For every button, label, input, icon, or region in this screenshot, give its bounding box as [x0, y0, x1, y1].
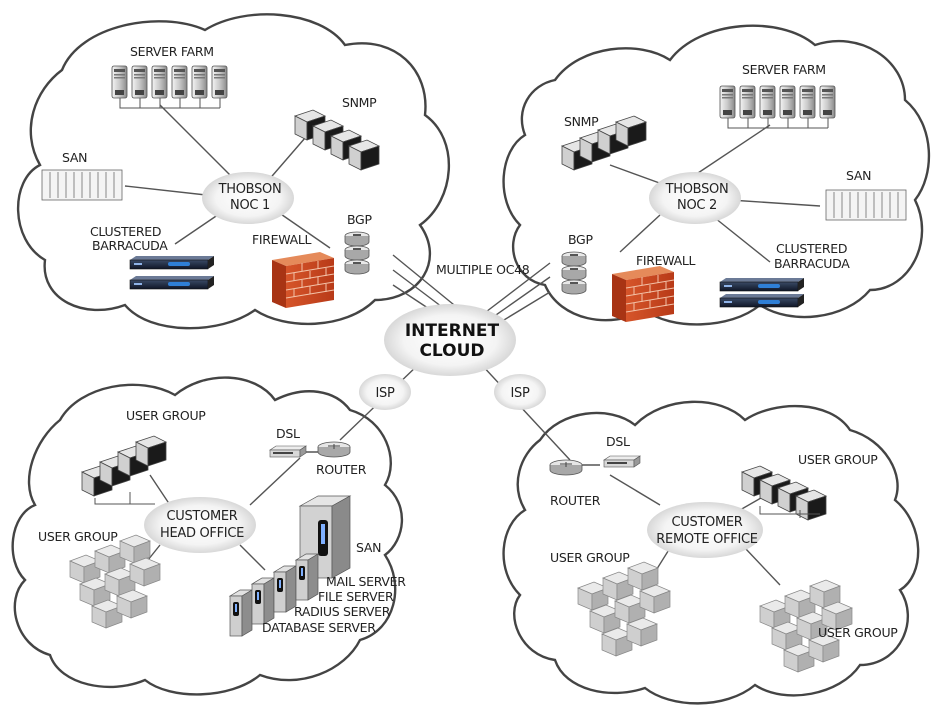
internet-cloud-line2: CLOUD — [419, 341, 484, 361]
remote-office-user-group-top — [741, 465, 827, 521]
isp-left-puff — [359, 374, 411, 410]
noc2-bgp-router — [561, 251, 587, 295]
noc2-hub-line1: THOBSON — [665, 182, 729, 197]
head-office-server-3: RADIUS SERVER — [294, 604, 391, 619]
remote-office-dsl-modem — [603, 455, 641, 468]
noc2-san-rack — [825, 189, 907, 221]
noc1-san-rack — [41, 169, 123, 201]
internet-cloud-line1: INTERNET — [405, 321, 500, 341]
noc1-barracuda-label-2: BARRACUDA — [92, 238, 168, 253]
head-office-server-2: FILE SERVER — [318, 589, 394, 604]
internet-cloud — [384, 304, 516, 376]
multiple-oc48-label: MULTIPLE OC48 — [436, 262, 530, 277]
noc2-firewall — [611, 265, 675, 323]
noc1-firewall — [271, 251, 335, 309]
noc1-san-label: SAN — [62, 150, 87, 165]
noc2-barracuda-label-2: BARRACUDA — [774, 256, 850, 271]
remote-office-router — [549, 459, 583, 476]
remote-office-user-group-right-label: USER GROUP — [818, 625, 898, 640]
remote-office-hub-line2: REMOTE OFFICE — [656, 532, 757, 547]
head-office-hub-line1: CUSTOMER — [166, 509, 237, 524]
head-office-user-group-left-label: USER GROUP — [38, 529, 118, 544]
noc2-barracuda-label-1: CLUSTERED — [776, 241, 847, 256]
noc1-bgp-label: BGP — [347, 212, 372, 227]
head-office-hub-puff — [144, 497, 256, 553]
remote-office-dsl-label: DSL — [606, 434, 630, 449]
noc2-server-farm-label: SERVER FARM — [742, 62, 826, 77]
noc2-bgp-label: BGP — [568, 232, 593, 247]
remote-office-hub-line1: CUSTOMER — [671, 515, 742, 530]
head-office-router — [317, 441, 351, 458]
head-office-user-group-top-label: USER GROUP — [126, 408, 206, 423]
head-office-dsl-modem — [269, 445, 307, 458]
head-office-dsl-label: DSL — [276, 426, 300, 441]
head-office-server-1: MAIL SERVER — [326, 574, 406, 589]
noc1-hub-puff — [202, 172, 294, 224]
noc2-hub-line2: NOC 2 — [677, 198, 717, 213]
remote-office-user-group-top-label: USER GROUP — [798, 452, 878, 467]
noc2-lines — [609, 118, 829, 263]
isp-left-label: ISP — [375, 386, 394, 401]
isp-right-puff — [494, 374, 546, 410]
noc1-snmp-label: SNMP — [342, 95, 377, 110]
noc1-barracuda-label-1: CLUSTERED — [90, 224, 161, 239]
noc1-firewall-label: FIREWALL — [252, 232, 312, 247]
head-office-user-group-top — [81, 435, 167, 505]
remote-office-user-group-left-label: USER GROUP — [550, 550, 630, 565]
remote-office-hub-puff — [647, 502, 763, 558]
head-office-router-label: ROUTER — [316, 462, 367, 477]
remote-office-router-label: ROUTER — [550, 493, 601, 508]
head-office-server-4: DATABASE SERVER — [262, 620, 376, 635]
head-office-san-label: SAN — [356, 540, 381, 555]
head-office-hub-line2: HEAD OFFICE — [160, 526, 244, 541]
noc1-bgp-router — [344, 231, 370, 275]
noc2-hub-puff — [649, 172, 741, 224]
noc1-server-farm-label: SERVER FARM — [130, 44, 214, 59]
noc1-hub-line2: NOC 1 — [230, 198, 270, 213]
isp-right-label: ISP — [510, 386, 529, 401]
noc2-firewall-label: FIREWALL — [636, 253, 696, 268]
noc2-snmp-label: SNMP — [564, 114, 599, 129]
noc1-hub-line1: THOBSON — [218, 182, 282, 197]
noc2-san-label: SAN — [846, 168, 871, 183]
